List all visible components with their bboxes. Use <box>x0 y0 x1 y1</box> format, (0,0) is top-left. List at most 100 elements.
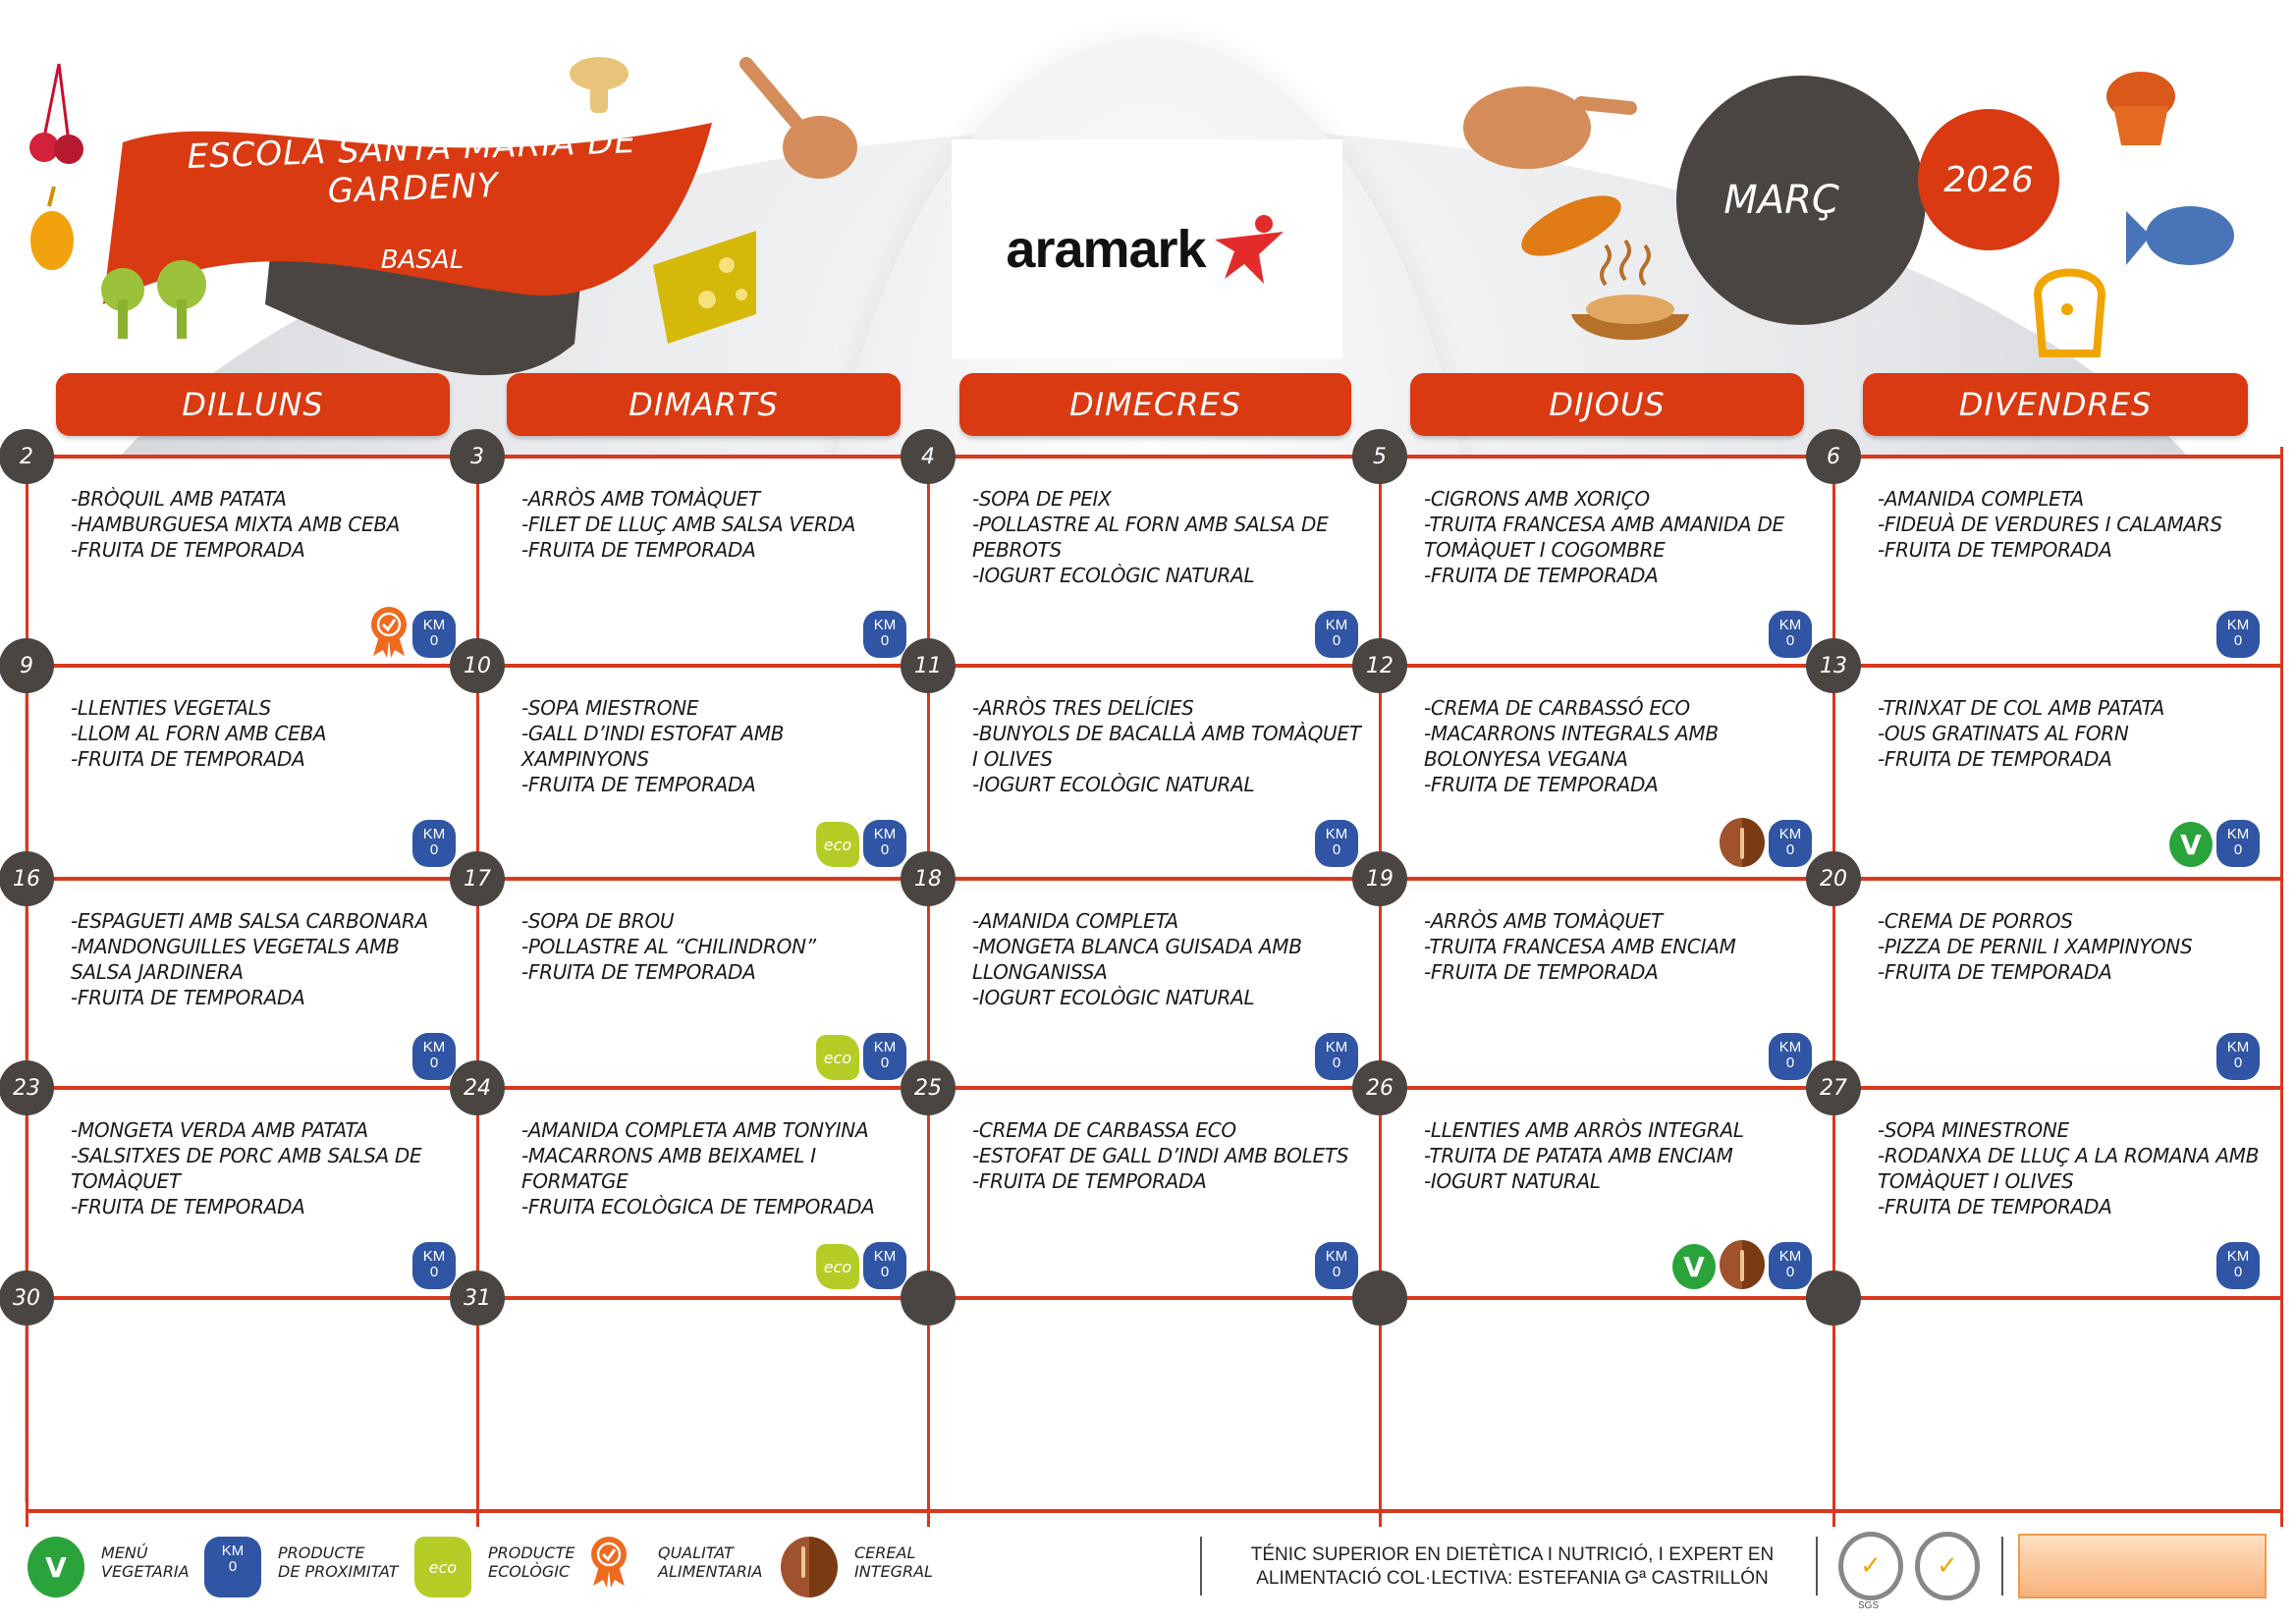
dish-list: -SOPA DE BROU-POLLASTRE AL “CHILINDRON”-… <box>521 908 914 985</box>
day-cell <box>1380 1298 1833 1507</box>
legend-label-line: ECOLÒGIC <box>488 1562 571 1581</box>
grid-row-line <box>27 1296 2281 1300</box>
dish-item: -TRUITA DE PATATA AMB ENCIAM <box>1424 1144 1733 1167</box>
bread-icon <box>1521 195 1621 256</box>
day-number: 5 <box>1352 429 1407 484</box>
dish-item: -IOGURT NATURAL <box>1424 1169 1601 1193</box>
sgs-certification-badge: ✓ <box>1915 1532 1980 1600</box>
km0-top-text: KM <box>873 1248 897 1265</box>
dish-item: -MANDONGUILLES VEGETALS AMB SALSA JARDIN… <box>71 935 400 984</box>
km0-bottom-text: 0 <box>1332 632 1341 649</box>
km0-top-text: KM <box>422 826 446 842</box>
legend-label-line: DE PROXIMITAT <box>278 1562 399 1581</box>
day-number: 13 <box>1806 638 1861 693</box>
dish-item: -FRUITA DE TEMPORADA <box>1878 1195 2112 1218</box>
day-number: 26 <box>1352 1060 1407 1115</box>
dish-item: -FRUITA DE TEMPORADA <box>972 1169 1207 1193</box>
fruit-icons <box>29 63 83 270</box>
dish-item: -AMANIDA COMPLETA <box>1878 487 2084 511</box>
day-number: 10 <box>450 638 505 693</box>
year-badge: 2026 <box>1918 109 2059 250</box>
km0-bottom-text: 0 <box>880 632 890 649</box>
veg-leaf-glyph: V <box>1683 1250 1705 1283</box>
km0-top-text: KM <box>221 1543 245 1559</box>
dish-item: -ARRÒS TRES DELÍCIES <box>972 696 1194 720</box>
legend-label-line: INTEGRAL <box>854 1562 933 1581</box>
day-number: 2 <box>0 429 54 484</box>
weekday-header: DIJOUS <box>1410 373 1804 436</box>
dish-item: -FRUITA DE TEMPORADA <box>1424 773 1659 796</box>
day-cell <box>1833 1298 2281 1507</box>
dish-item: -FILET DE LLUÇ AMB SALSA VERDA <box>521 513 856 536</box>
km0-bottom-text: 0 <box>2233 632 2243 649</box>
dish-list: -CREMA DE PORROS-PIZZA DE PERNIL I XAMPI… <box>1878 908 2270 985</box>
dish-item: -IOGURT ECOLÒGIC NATURAL <box>972 986 1255 1009</box>
dish-item: -FRUITA DE TEMPORADA <box>71 1195 305 1218</box>
month-badge: MARÇ <box>1676 76 1926 325</box>
km0-bottom-text: 0 <box>1785 1055 1795 1071</box>
dish-item: -MACARRONS AMB BEIXAMEL I FORMATGE <box>521 1144 816 1193</box>
day-cell: -ARRÒS TRES DELÍCIES-BUNYOLS DE BACALLÀ … <box>928 666 1380 875</box>
dish-item: -FRUITA DE TEMPORADA <box>1424 960 1659 984</box>
km0-top-text: KM <box>873 826 897 842</box>
roast-chicken-icon <box>1463 86 1637 169</box>
weekday-header: DIVENDRES <box>1863 373 2248 436</box>
grid-column-line <box>2280 447 2283 1527</box>
day-cell: -AMANIDA COMPLETA-MONGETA BLANCA GUISADA… <box>928 879 1380 1088</box>
km0-top-text: KM <box>2226 1039 2250 1056</box>
dish-item: -IOGURT ECOLÒGIC NATURAL <box>972 773 1255 796</box>
km0-bottom-text: 0 <box>1332 841 1341 858</box>
day-number: 30 <box>0 1271 54 1326</box>
day-number: 12 <box>1352 638 1407 693</box>
dish-list: -LLENTIES AMB ARRÒS INTEGRAL-TRUITA DE P… <box>1424 1117 1817 1194</box>
dish-item: -FRUITA DE TEMPORADA <box>1878 747 2112 771</box>
dish-item: -MACARRONS INTEGRALS AMB BOLONYESA VEGAN… <box>1424 722 1719 771</box>
day-cell: -SOPA MINESTRONE-RODANXA DE LLUÇ A LA RO… <box>1833 1088 2281 1297</box>
day-number: 6 <box>1806 429 1861 484</box>
day-number <box>901 1271 956 1326</box>
dish-item: -CREMA DE PORROS <box>1878 909 2073 933</box>
km0-top-text: KM <box>1778 826 1802 842</box>
dish-item: -AMANIDA COMPLETA AMB TONYINA <box>521 1118 869 1142</box>
day-number: 27 <box>1806 1060 1861 1115</box>
cherries-icon <box>29 63 83 164</box>
day-cell <box>27 1298 477 1507</box>
divider <box>1816 1537 1818 1596</box>
day-cell: -SOPA MIESTRONE-GALL D’INDI ESTOFAT AMB … <box>477 666 928 875</box>
dish-item: -BRÒQUIL AMB PATATA <box>71 487 287 511</box>
dish-item: -FRUITA DE TEMPORADA <box>521 773 756 796</box>
dish-item: -ESTOFAT DE GALL D’INDI AMB BOLETS <box>972 1144 1349 1167</box>
rosette-svg <box>371 607 407 658</box>
dish-list: -ARRÒS AMB TOMÀQUET-FILET DE LLUÇ AMB SA… <box>521 486 914 563</box>
legend-label-line: VEGETARIA <box>101 1562 190 1581</box>
km0-bottom-text: 0 <box>429 1264 439 1280</box>
eco-icon: eco <box>414 1537 471 1597</box>
veg-icon: V <box>27 1537 84 1597</box>
day-cell: -AMANIDA COMPLETA-FIDEUÀ DE VERDURES I C… <box>1833 457 2281 666</box>
legend-label-line: CEREAL <box>854 1543 916 1562</box>
legend-label-line: QUALITAT <box>658 1543 734 1562</box>
dish-item: -FRUITA DE TEMPORADA <box>1878 960 2112 984</box>
dish-item: -FRUITA DE TEMPORADA <box>521 538 756 562</box>
dish-item: -FIDEUÀ DE VERDURES I CALAMARS <box>1878 513 2222 536</box>
dish-item: -FRUITA DE TEMPORADA <box>71 986 305 1009</box>
toast-icon <box>2033 268 2106 357</box>
km0-top-text: KM <box>422 617 446 633</box>
km0-bottom-text: 0 <box>2233 1264 2243 1280</box>
